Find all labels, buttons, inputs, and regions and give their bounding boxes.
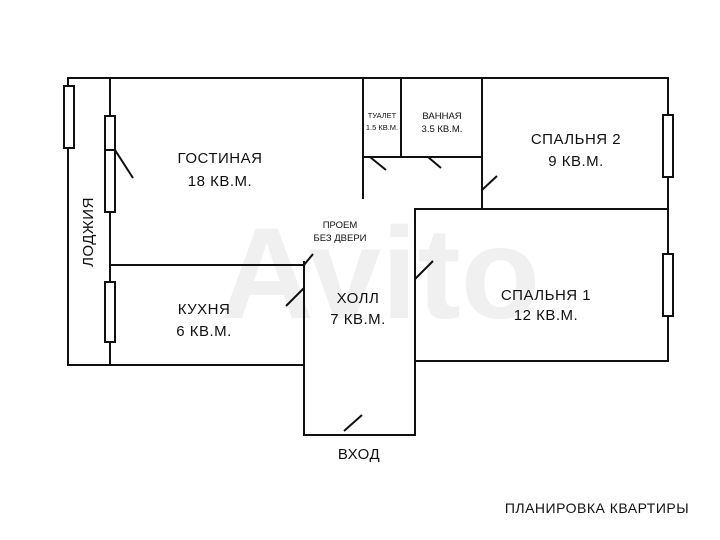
window-loggia xyxy=(63,85,75,149)
door-entrance xyxy=(343,414,363,432)
windows xyxy=(63,85,674,343)
door-bedroom1 xyxy=(414,260,434,280)
window-living-b xyxy=(104,149,116,213)
toilet-area: 1.5 КВ.М. xyxy=(366,123,398,132)
doors xyxy=(114,149,498,432)
door-loggia xyxy=(114,149,134,179)
kitchen-area: 6 КВ.М. xyxy=(176,323,232,340)
hall-name: ХОЛЛ xyxy=(337,290,380,307)
bath-area: 3.5 КВ.М. xyxy=(422,124,463,135)
opening-living-hall xyxy=(303,253,314,266)
door-kitchen xyxy=(285,287,305,307)
walls xyxy=(67,77,669,436)
living-room-name: ГОСТИНАЯ xyxy=(178,150,263,167)
bedroom1-name: СПАЛЬНЯ 1 xyxy=(501,287,591,304)
loggia-label: ЛОДЖИЯ xyxy=(80,197,97,267)
bedroom1-area: 12 КВ.М. xyxy=(514,307,578,324)
opening-label-line1: ПРОЕМ xyxy=(323,220,358,231)
door-toilet xyxy=(369,156,387,171)
bedroom2-name: СПАЛЬНЯ 2 xyxy=(531,131,621,148)
living-room-area: 18 КВ.М. xyxy=(188,173,252,190)
window-bedroom2 xyxy=(662,114,674,178)
opening-label-line2: БЕЗ ДВЕРИ xyxy=(313,233,366,244)
door-bedroom2 xyxy=(481,175,498,191)
bedroom2-area: 9 КВ.М. xyxy=(548,153,604,170)
door-bath xyxy=(427,156,442,169)
window-bedroom1 xyxy=(662,253,674,317)
bath-name: ВАННАЯ xyxy=(422,111,461,122)
window-living-a xyxy=(104,115,116,151)
kitchen-name: КУХНЯ xyxy=(178,301,231,318)
toilet-name: ТУАЛЕТ xyxy=(368,111,397,120)
avito-watermark: Avito xyxy=(220,200,540,346)
plan-caption: ПЛАНИРОВКА КВАРТИРЫ xyxy=(505,500,689,516)
window-kitchen xyxy=(104,281,116,343)
entrance-label: ВХОД xyxy=(338,446,380,463)
hall-area: 7 КВ.М. xyxy=(330,311,386,328)
